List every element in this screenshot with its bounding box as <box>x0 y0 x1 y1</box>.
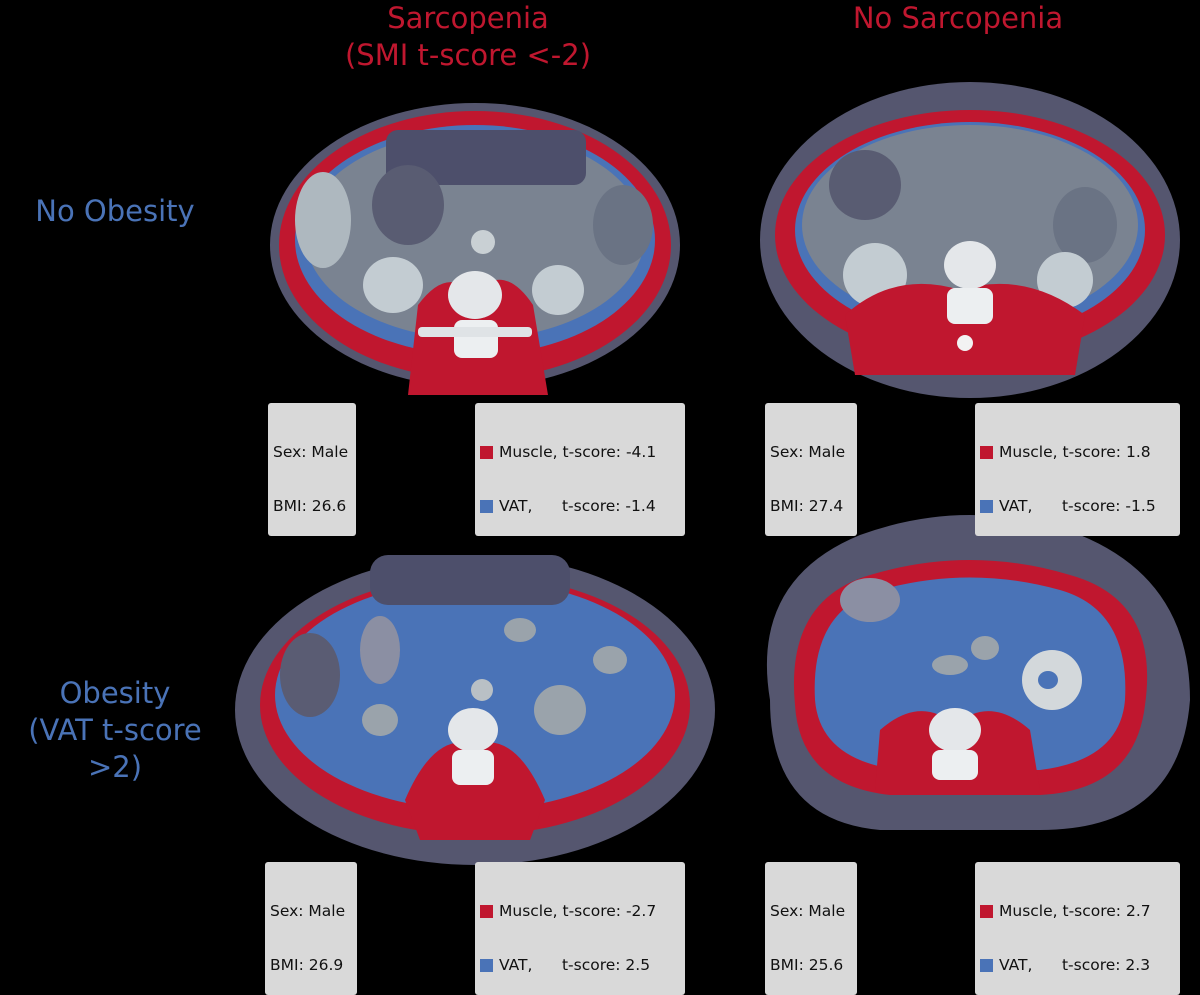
row-header-line2: (VAT t-score >2) <box>28 713 202 784</box>
sex-text: Sex: Male <box>770 443 846 461</box>
muscle-swatch-icon <box>480 904 493 918</box>
legend-row-muscle: Muscle, t-score: -2.7 <box>480 902 679 920</box>
column-header-line1: Sarcopenia <box>387 1 549 35</box>
patient-info-box: Sex: Male BMI: 27.4 <box>765 403 857 536</box>
vat-swatch-icon <box>480 958 493 972</box>
muscle-swatch-icon <box>480 445 493 459</box>
row-header-no-obesity: No Obesity <box>0 193 230 230</box>
ct-scan-sarcopenia-no-obesity <box>268 95 688 395</box>
sex-text: Sex: Male <box>270 902 346 920</box>
legend-row-vat: VAT, t-score: 2.3 <box>980 956 1174 974</box>
legend-row-vat: VAT, t-score: 2.5 <box>480 956 679 974</box>
vat-score-text: VAT, t-score: 2.5 <box>499 956 651 974</box>
vat-swatch-icon <box>980 958 993 972</box>
ct-scan-no-sarcopenia-obesity <box>740 490 1200 860</box>
column-header-line1: No Sarcopenia <box>852 1 1064 35</box>
bmi-text: BMI: 27.4 <box>770 497 844 515</box>
patient-info-box: Sex: Male BMI: 26.6 <box>268 403 356 536</box>
column-header-sarcopenia: Sarcopenia (SMI t-score <-2) <box>258 0 678 74</box>
column-header-line2: (SMI t-score <-2) <box>344 38 592 72</box>
muscle-score-text: Muscle, t-score: -4.1 <box>499 443 657 461</box>
bmi-text: BMI: 26.6 <box>273 497 347 515</box>
legend-row-vat: VAT, t-score: -1.5 <box>980 497 1174 515</box>
legend-row-muscle: Muscle, t-score: 1.8 <box>980 443 1174 461</box>
muscle-score-text: Muscle, t-score: -2.7 <box>499 902 657 920</box>
bmi-text: BMI: 26.9 <box>270 956 344 974</box>
sex-text: Sex: Male <box>770 902 846 920</box>
patient-info-box: Sex: Male BMI: 26.9 <box>265 862 357 995</box>
bmi-text: BMI: 25.6 <box>770 956 844 974</box>
row-header-line1: Obesity <box>59 676 171 710</box>
muscle-score-text: Muscle, t-score: 1.8 <box>999 443 1151 461</box>
legend-box: Muscle, t-score: -2.7 VAT, t-score: 2.5 <box>475 862 685 995</box>
column-header-no-sarcopenia: No Sarcopenia <box>748 0 1168 37</box>
muscle-score-text: Muscle, t-score: 2.7 <box>999 902 1151 920</box>
vat-score-text: VAT, t-score: 2.3 <box>999 956 1151 974</box>
vat-swatch-icon <box>980 499 993 513</box>
ct-scan-sarcopenia-obesity <box>230 540 725 865</box>
muscle-swatch-icon <box>980 445 993 459</box>
sex-text: Sex: Male <box>273 443 349 461</box>
vat-score-text: VAT, t-score: -1.4 <box>499 497 656 515</box>
muscle-swatch-icon <box>980 904 993 918</box>
legend-row-muscle: Muscle, t-score: 2.7 <box>980 902 1174 920</box>
ct-scan-no-sarcopenia-no-obesity <box>755 75 1200 400</box>
vat-score-text: VAT, t-score: -1.5 <box>999 497 1156 515</box>
legend-box: Muscle, t-score: 1.8 VAT, t-score: -1.5 <box>975 403 1180 536</box>
legend-row-vat: VAT, t-score: -1.4 <box>480 497 679 515</box>
row-header-line1: No Obesity <box>35 194 195 228</box>
row-header-obesity: Obesity (VAT t-score >2) <box>0 675 230 786</box>
vat-swatch-icon <box>480 499 493 513</box>
legend-box: Muscle, t-score: -4.1 VAT, t-score: -1.4 <box>475 403 685 536</box>
patient-info-box: Sex: Male BMI: 25.6 <box>765 862 857 995</box>
legend-box: Muscle, t-score: 2.7 VAT, t-score: 2.3 <box>975 862 1180 995</box>
legend-row-muscle: Muscle, t-score: -4.1 <box>480 443 679 461</box>
